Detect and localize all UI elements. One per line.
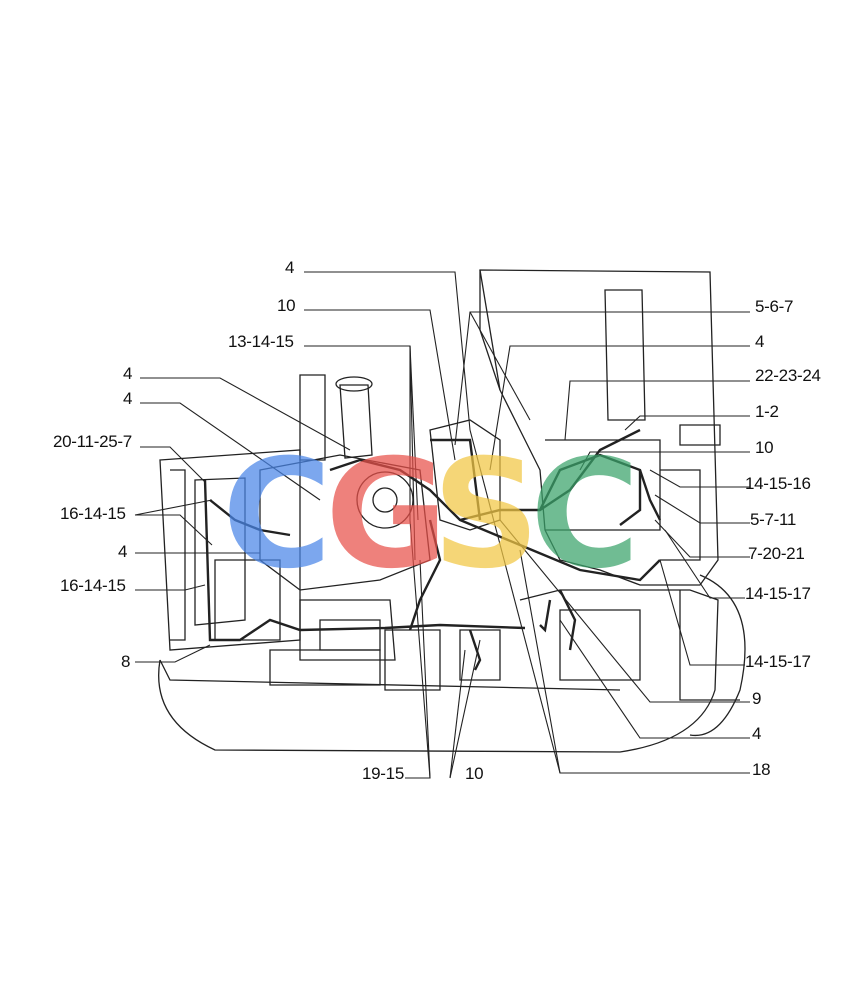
watermark-letter-4: C [530,428,641,602]
callout-4-b: 4 [123,389,133,408]
callout-10-bottom: 10 [465,764,484,783]
callout-18: 18 [752,760,771,779]
callout-14-15-16: 14-15-16 [745,474,811,493]
callout-5-7-11: 5-7-11 [750,510,797,529]
callout-1-2: 1-2 [755,402,779,421]
callout-4-c: 4 [118,542,128,561]
callout-22-23-24: 22-23-24 [755,366,821,385]
callout-20-11-25-7: 20-11-25-7 [53,432,132,451]
callout-10-top: 10 [277,296,296,315]
callout-19-15: 19-15 [362,764,404,783]
watermark-letter-3: S [432,428,541,602]
leader-lines [134,271,750,779]
callout-14-15-17-b: 14-15-17 [745,652,811,671]
callout-16-14-15-b: 16-14-15 [60,576,126,595]
callout-7-20-21: 7-20-21 [748,544,805,563]
callout-14-15-17-a: 14-15-17 [745,584,811,603]
callout-8: 8 [121,652,131,671]
callout-4-a: 4 [123,364,133,383]
callout-4-r1: 4 [755,332,765,351]
callout-4-top: 4 [285,258,295,277]
callout-5-6-7: 5-6-7 [755,297,794,316]
callout-4-r2: 4 [752,724,762,743]
callout-13-14-15: 13-14-15 [228,332,294,351]
harness-routing [203,428,662,671]
watermark-letter-1: C [222,428,333,602]
watermark-letter-2: G [325,428,449,602]
callout-10-r: 10 [755,438,774,457]
callout-9: 9 [752,689,762,708]
callout-16-14-15-a: 16-14-15 [60,504,126,523]
